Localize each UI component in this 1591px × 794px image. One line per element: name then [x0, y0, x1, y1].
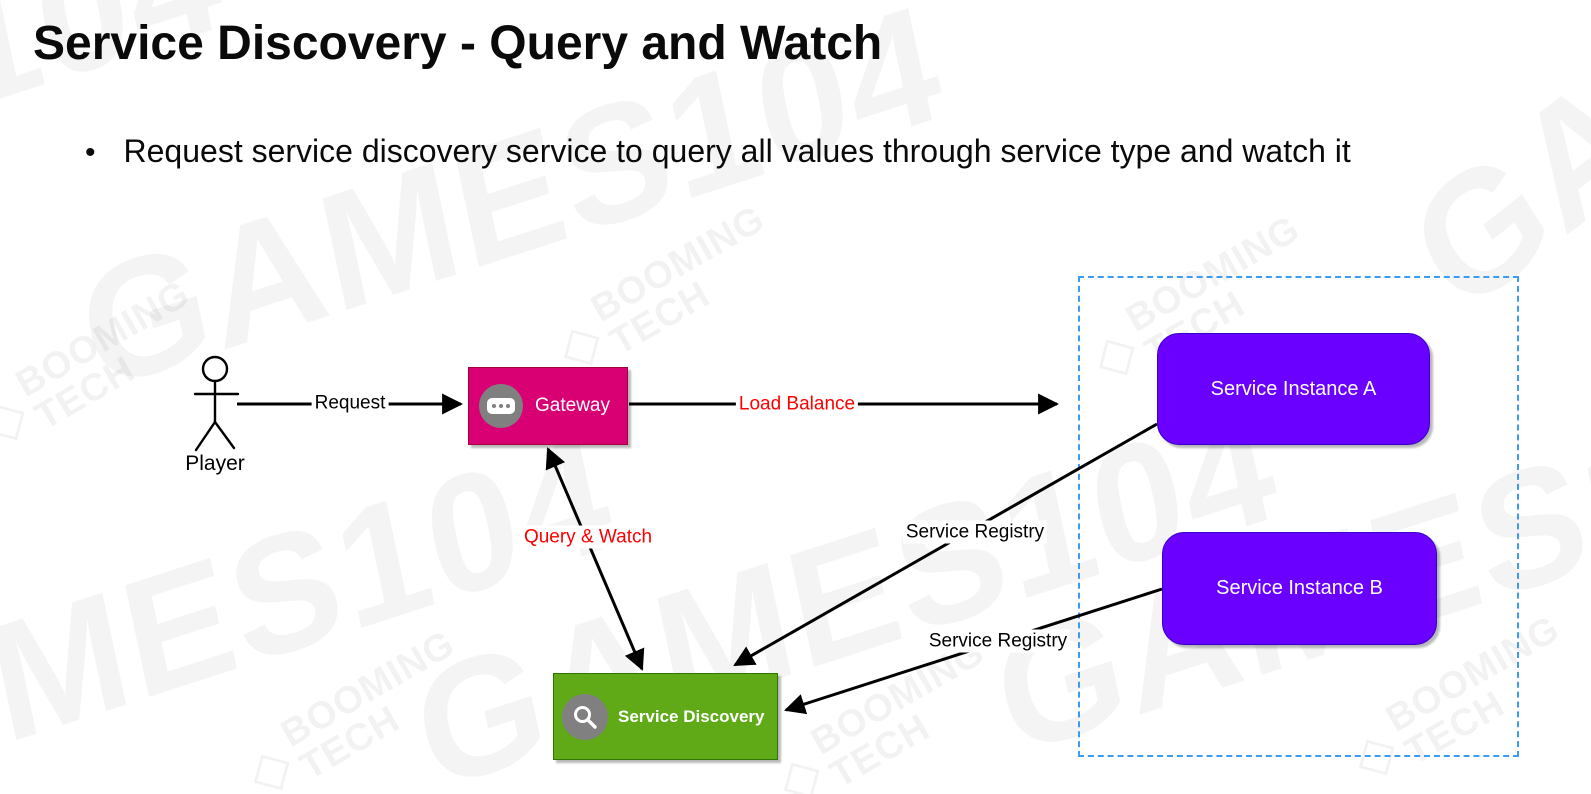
gateway-label: Gateway [535, 395, 610, 416]
bullet-item: • Request service discovery service to q… [85, 133, 1575, 173]
bullet-marker: • [85, 136, 96, 169]
edge-label-load-balance: Load Balance [735, 392, 859, 416]
player-label: Player [185, 452, 245, 475]
player-actor-icon [193, 355, 240, 452]
edge-label-query-watch: Query & Watch [520, 525, 656, 549]
magnifier-icon [562, 693, 608, 740]
query-watch-arrow [545, 447, 645, 671]
bullet-text: Request service discovery service to que… [123, 133, 1351, 169]
service-instance-a-node: Service Instance A [1157, 333, 1430, 445]
gateway-ellipsis-chat-icon [479, 384, 523, 428]
service-instance-b-node: Service Instance B [1162, 532, 1437, 645]
service-discovery-label: Service Discovery [618, 706, 765, 726]
service-instance-b-label: Service Instance B [1216, 577, 1383, 599]
service-instance-a-label: Service Instance A [1210, 377, 1377, 400]
service-discovery-node: Service Discovery [553, 673, 778, 760]
watermark-games104: GAMES104 [0, 398, 626, 794]
edge-label-request: Request [311, 391, 389, 415]
booming-tech-logo-icon: ◇ [236, 732, 303, 794]
slide-title: Service Discovery - Query and Watch [33, 17, 883, 70]
gateway-node: Gateway [468, 367, 628, 445]
booming-tech-logo-icon: ◇ [0, 382, 38, 455]
edge-label-service-registry-b: Service Registry [925, 629, 1071, 653]
edge-label-service-registry-a: Service Registry [902, 520, 1048, 544]
